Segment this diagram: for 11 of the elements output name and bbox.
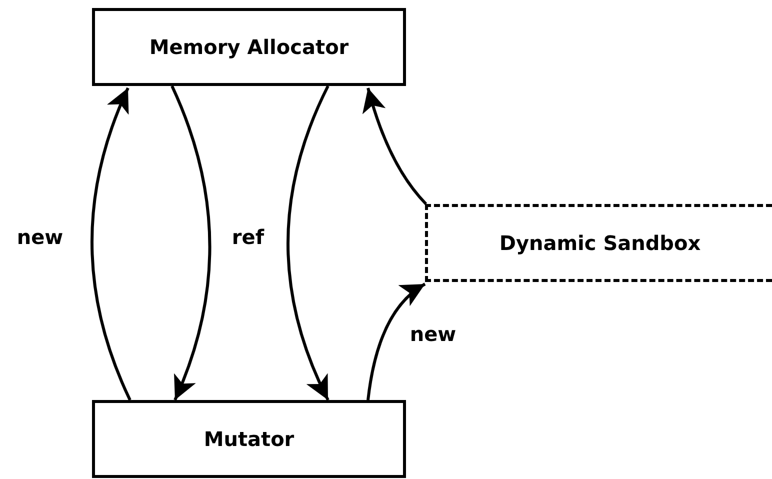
arrow	[362, 88, 428, 206]
process-box	[92, 400, 406, 478]
box-label: Dynamic Sandbox	[499, 230, 701, 257]
box-label: Mutator	[204, 426, 294, 453]
box-label: Memory Allocator	[149, 34, 349, 61]
arrow	[366, 282, 426, 400]
arrow	[170, 85, 212, 401]
arrow	[286, 85, 330, 401]
process-box	[92, 8, 406, 86]
arrow	[90, 87, 132, 401]
dashed-box	[425, 204, 772, 282]
